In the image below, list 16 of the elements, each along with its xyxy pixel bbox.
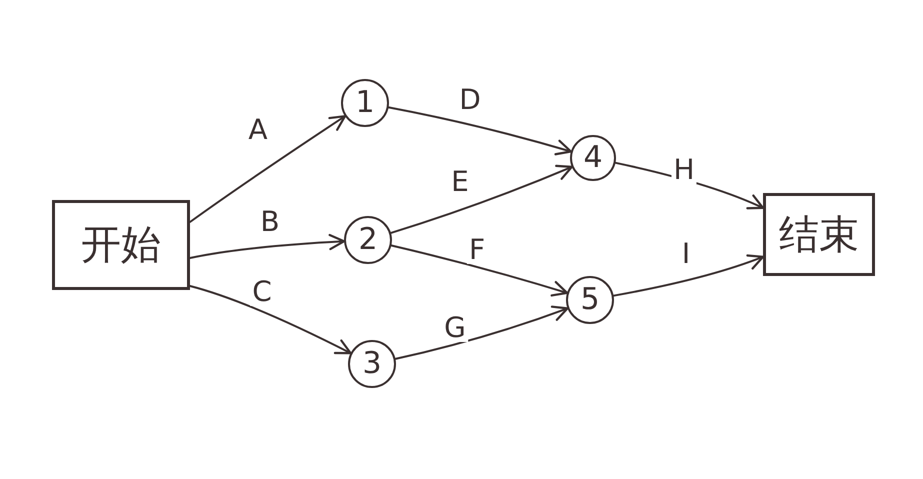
arrow [394, 306, 569, 360]
numbered-circle: 1 [341, 79, 389, 127]
arrow [390, 244, 568, 297]
numbered-circle: 3 [348, 340, 396, 388]
arrow [390, 164, 573, 234]
numbered-circle: 5 [566, 276, 614, 324]
text-box: 开始 [52, 200, 190, 290]
arrow [388, 106, 572, 156]
arrow [189, 115, 346, 223]
edge-label: H [671, 156, 697, 184]
arrow [189, 234, 346, 259]
arrow [189, 285, 352, 354]
arrow [612, 254, 764, 297]
numbered-circle: 4 [570, 135, 616, 181]
numbered-circle: 2 [344, 216, 392, 264]
text-box: 结束 [763, 193, 875, 276]
